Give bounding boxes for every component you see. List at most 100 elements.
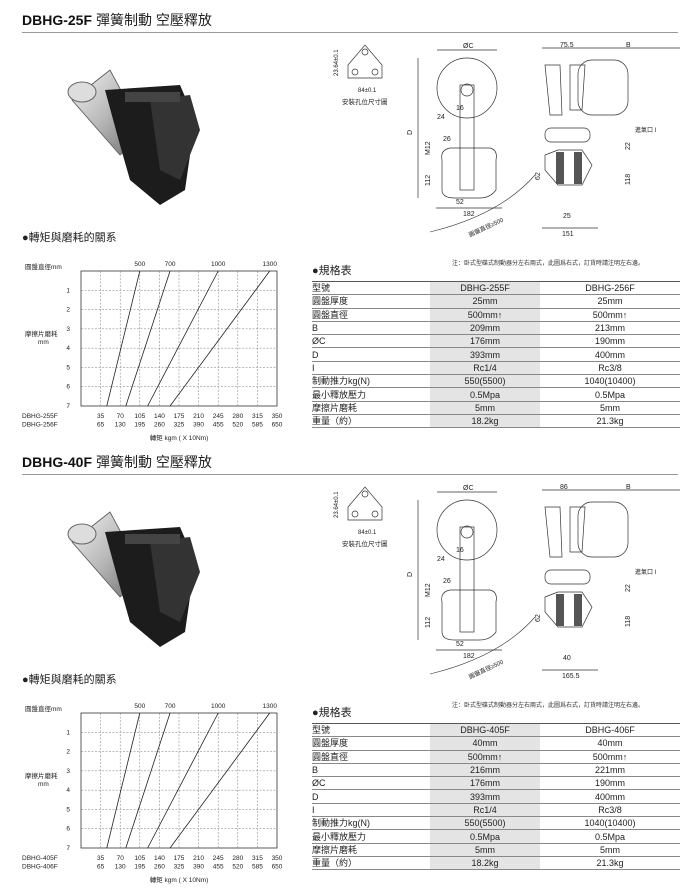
mount-width-dim: 84±0.1 xyxy=(358,530,377,536)
dim-b: B xyxy=(626,42,631,49)
air-inlet-label: 進氣口 I xyxy=(635,568,657,576)
spec-value: 393mm xyxy=(430,347,540,362)
divider xyxy=(22,32,678,33)
dim-disc-diameter: 圓盤直徑≥500 xyxy=(467,658,505,681)
technical-drawing: 23.64±0.184±0.1安裝孔位尺寸圖ØCDM12162426112521… xyxy=(334,42,680,239)
spec-value: 0.5Mpa xyxy=(540,387,680,402)
spec-value: 5mm xyxy=(430,843,540,857)
spec-value: 40mm xyxy=(540,736,680,751)
dim-b: B xyxy=(626,484,631,491)
dim-22: 22 xyxy=(625,142,632,150)
y-tick-label: 1 xyxy=(66,729,70,736)
spec-label: B xyxy=(312,321,430,336)
drawing-note: 注：卧式型碟式制動器分左右兩式，此圖爲右式，訂貨時請注明左右邊。 xyxy=(452,261,645,267)
x-tick-label: 650 xyxy=(272,864,283,871)
spec-value: 0.5Mpa xyxy=(540,829,680,844)
side-cylinder xyxy=(577,501,629,558)
dim-52: 52 xyxy=(456,199,464,206)
spec-value: 400mm xyxy=(540,789,680,804)
dim-side-width: 165.5 xyxy=(562,673,580,680)
x-tick-label: 585 xyxy=(252,422,263,429)
spec-value: 1040(10400) xyxy=(540,816,680,831)
dim-24: 24 xyxy=(437,556,445,563)
x-tick-row-name: DBHG-406F xyxy=(22,864,58,871)
x-tick-label: 140 xyxy=(154,855,165,862)
spec-label: 圓盤直徑 xyxy=(312,750,430,764)
mount-width-dim: 84±0.1 xyxy=(358,88,377,94)
x-axis-label: 轉矩 kgm ( X 10Nm) xyxy=(150,433,209,442)
dim-118: 118 xyxy=(625,616,632,627)
y-axis-label: 摩擦片磨耗 xyxy=(25,771,58,780)
spec-value: 0.5Mpa xyxy=(430,387,540,402)
spec-value: 25mm xyxy=(540,294,680,309)
top-axis-label: 圓盤直徑mm xyxy=(25,704,62,713)
dim-182: 182 xyxy=(463,211,475,218)
spec-label: 摩擦片磨耗 xyxy=(312,401,430,415)
x-tick-label: 350 xyxy=(272,855,283,862)
model-name: DBHG-25F xyxy=(22,12,93,28)
spec-label: I xyxy=(312,803,430,818)
x-tick-label: 195 xyxy=(134,422,145,429)
x-tick-label: 245 xyxy=(213,413,224,420)
spec-label: 摩擦片磨耗 xyxy=(312,843,430,857)
spec-value: 5mm xyxy=(540,843,680,857)
x-tick-label: 140 xyxy=(154,413,165,420)
spec-value: 176mm xyxy=(430,334,540,349)
x-tick-label: 210 xyxy=(193,855,204,862)
x-tick-label: 350 xyxy=(272,413,283,420)
spec-label: ØC xyxy=(312,334,430,349)
mount-caption: 安裝孔位尺寸圖 xyxy=(342,97,388,106)
mount-height-dim: 23.64±0.1 xyxy=(334,491,340,518)
mount-caption: 安裝孔位尺寸圖 xyxy=(342,539,388,548)
x-tick-label: 70 xyxy=(117,855,125,862)
x-tick-label: 70 xyxy=(117,413,125,420)
spec-value: 221mm xyxy=(540,763,680,778)
spec-value: 550(5500) xyxy=(430,374,540,389)
y-tick-label: 6 xyxy=(66,826,70,833)
x-tick-label: 390 xyxy=(193,864,204,871)
x-tick-label: 105 xyxy=(134,855,145,862)
dim-118: 118 xyxy=(625,174,632,185)
spec-value: 213mm xyxy=(540,321,680,336)
product-photo xyxy=(67,511,200,647)
series-label: 1300 xyxy=(262,261,277,268)
dim-52: 52 xyxy=(456,641,464,648)
spec-label: I xyxy=(312,361,430,376)
y-tick-label: 2 xyxy=(66,749,70,756)
x-tick-label: 280 xyxy=(232,413,243,420)
model-name: DBHG-40F xyxy=(22,454,93,470)
spec-label: 重量（約） xyxy=(312,856,430,871)
spec-value: 190mm xyxy=(540,334,680,349)
spec-value: 40mm xyxy=(430,736,540,751)
spec-value: 216mm xyxy=(430,763,540,778)
series-label: 1000 xyxy=(211,703,226,710)
dim-disc-gap: 40 xyxy=(563,655,571,662)
x-tick-label: 315 xyxy=(252,855,263,862)
spec-value: DBHG-405F xyxy=(430,722,540,738)
spec-value: 176mm xyxy=(430,776,540,791)
side-pads xyxy=(544,591,593,628)
x-tick-label: 650 xyxy=(272,422,283,429)
mount-plate xyxy=(347,486,383,521)
spec-value: 190mm xyxy=(540,776,680,791)
dim-16: 16 xyxy=(456,547,464,554)
x-tick-label: 105 xyxy=(134,413,145,420)
dim-62: 62 xyxy=(535,172,542,180)
air-inlet-label: 進氣口 I xyxy=(635,126,657,134)
spec-value: Rc3/8 xyxy=(540,803,680,818)
spec-label: 型號 xyxy=(312,722,430,738)
spec-value: 5mm xyxy=(430,401,540,415)
spec-label: 圓盤厚度 xyxy=(312,294,430,309)
mount-plate xyxy=(347,44,383,79)
series-label: 700 xyxy=(165,261,176,268)
